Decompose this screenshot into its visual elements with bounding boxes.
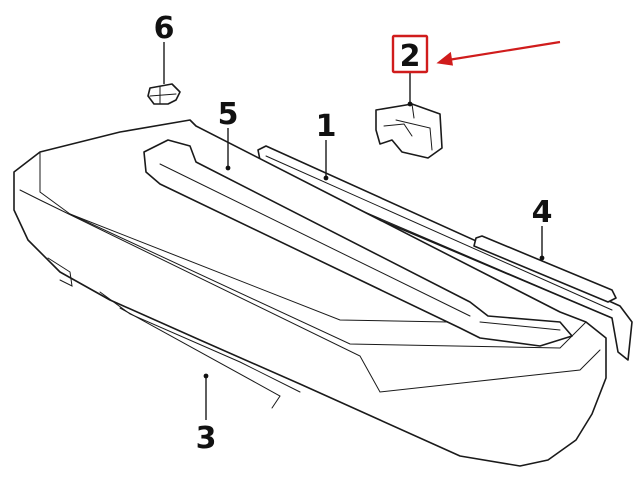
highlight-arrow	[436, 40, 561, 66]
callout-5: 5	[218, 97, 239, 132]
callout-1: 1	[316, 109, 337, 144]
callout-3: 3	[196, 421, 217, 456]
retainer-part-5	[143, 139, 573, 347]
bracket-part-2	[375, 103, 443, 159]
callout-4: 4	[532, 195, 553, 230]
clip-part-6	[147, 83, 181, 105]
leader-lines	[163, 42, 545, 420]
callout-2: 2	[400, 39, 421, 74]
highlight-box	[391, 34, 429, 74]
strip-part-4	[473, 235, 617, 303]
callout-6: 6	[154, 11, 175, 46]
